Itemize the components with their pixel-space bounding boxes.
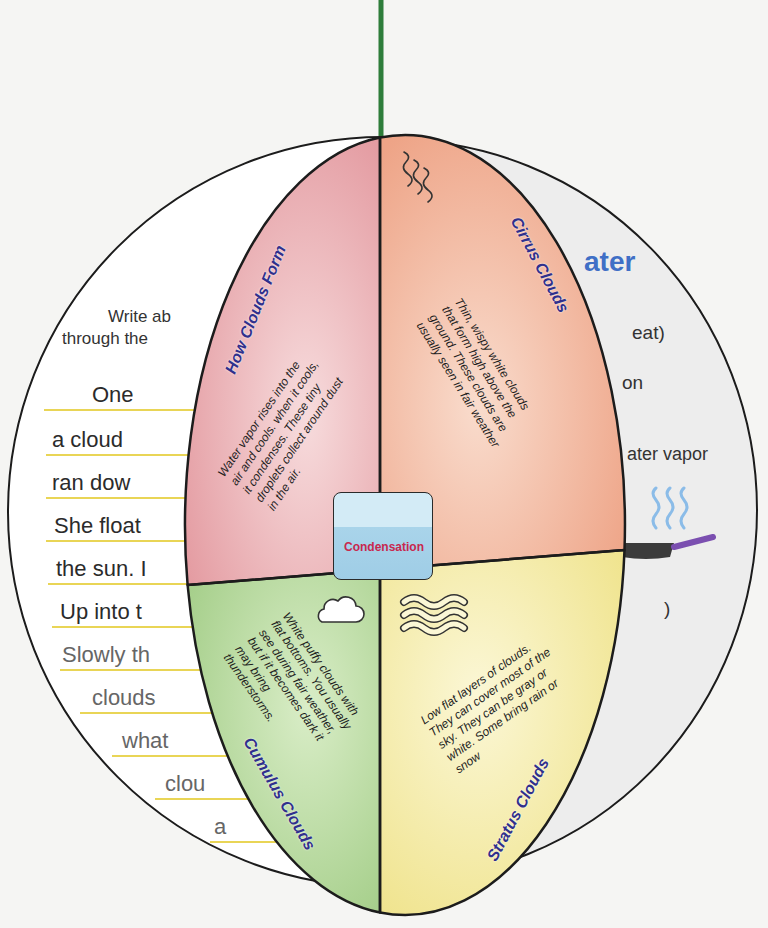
quadrant-stratus-clouds: Stratus CloudsLow flat layers of clouds.… (380, 548, 625, 915)
body-text: Low flat layers of clouds. They can cove… (418, 623, 592, 776)
hanging-string (379, 0, 384, 140)
text-slot: ran dow (52, 470, 130, 495)
text-slot: Cirrus Clouds (507, 214, 574, 316)
text-slot: Thin, wispy white clouds that form high … (413, 295, 543, 454)
text-slot: on (622, 372, 643, 394)
steam-symbol (653, 488, 687, 528)
story-line: what (122, 728, 168, 753)
text-slot: a (214, 814, 226, 839)
section-heading: Cirrus Clouds (507, 214, 574, 316)
quadrant-cumulus-clouds: Cumulus CloudsWhite puffy clouds with fl… (185, 565, 380, 915)
text-slot: ater vapor (627, 444, 708, 465)
text-slot: One (92, 382, 134, 407)
text-slot: Condensation (344, 540, 424, 554)
leaf-text: eat) (632, 322, 665, 344)
text-slot: clouds (92, 685, 156, 710)
cumulus-icon (318, 597, 364, 622)
text-slot: Low flat layers of clouds. They can cove… (418, 623, 592, 776)
pan-handle (674, 537, 713, 547)
back-leaf-left: Write ab through theOne a cloud ran dowShe… (8, 137, 383, 887)
story-line: clou (165, 771, 205, 796)
center-label: Condensation (344, 540, 424, 554)
section-heading: How Clouds Form (220, 243, 289, 377)
cirrus-icon (403, 152, 432, 202)
quadrant-fill (380, 550, 625, 915)
text-slot: Slowly th (62, 642, 150, 667)
text-slot: a cloud (52, 427, 123, 452)
body-text: Thin, wispy white clouds that form high … (413, 295, 543, 454)
story-line: Up into t (60, 599, 142, 624)
text-slot: eat) (632, 322, 665, 344)
text-slot: Up into t (60, 599, 142, 624)
text-slot: what (122, 728, 168, 753)
leaf-text: on (622, 372, 643, 394)
text-slot: clou (165, 771, 205, 796)
center-tab: Condensation (333, 492, 433, 580)
text-slot: the sun. I (56, 556, 147, 581)
section-heading: Cumulus Clouds (240, 734, 320, 854)
pan-symbol (618, 543, 674, 559)
text-slot: How Clouds Form (220, 243, 289, 377)
text-slot: She float (54, 513, 141, 538)
quadrant-fill (188, 570, 380, 913)
story-line: the sun. I (56, 556, 147, 581)
text-slot: ater (584, 246, 635, 278)
stratus-icon (404, 598, 464, 632)
section-heading: Stratus Clouds (483, 755, 553, 864)
text-slot: Stratus Clouds (483, 755, 553, 864)
story-line: She float (54, 513, 141, 538)
leaf-text: ater vapor (627, 444, 708, 465)
story-line: One (92, 382, 134, 407)
story-line: Slowly th (62, 642, 150, 667)
text-slot: Cumulus Clouds (240, 734, 320, 854)
leaf-heading: ater (584, 246, 635, 278)
story-line: a (214, 814, 226, 839)
story-line: a cloud (52, 427, 123, 452)
story-line: ran dow (52, 470, 130, 495)
story-line: clouds (92, 685, 156, 710)
instruction-text: Write ab through the (62, 306, 184, 350)
leaf-text: ) (664, 598, 670, 620)
text-slot: Write ab through the (62, 306, 184, 350)
text-slot: ) (664, 598, 670, 620)
